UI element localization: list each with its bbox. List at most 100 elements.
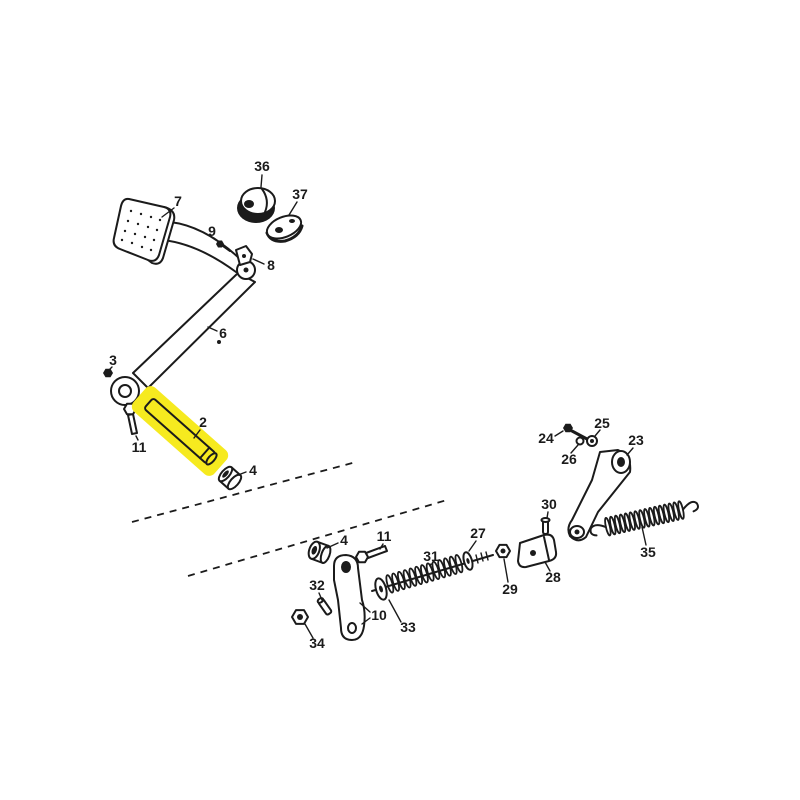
texture-dot — [130, 241, 134, 245]
rubber-pad-hole-small — [289, 219, 295, 223]
part-25-washer — [586, 435, 598, 447]
leader-4-lower — [326, 542, 339, 549]
bush-back-face — [319, 544, 332, 564]
callout-36: 36 — [254, 158, 270, 174]
part-6-lever — [110, 260, 256, 406]
leader-10a — [359, 602, 371, 613]
callout-4-upper: 4 — [249, 462, 257, 478]
leader-29 — [503, 558, 509, 583]
callout-10: 10 — [371, 607, 387, 623]
bolt-shank — [365, 545, 388, 559]
spring-hook-left — [589, 524, 607, 537]
leader-34 — [304, 623, 314, 639]
leader-25 — [594, 429, 601, 437]
part-9-bolt — [216, 240, 231, 252]
callout-24: 24 — [538, 430, 554, 446]
shaft-groove — [199, 446, 211, 460]
spring-coil — [643, 508, 651, 528]
spring-coil — [609, 515, 617, 536]
leader-37 — [288, 201, 298, 216]
spring-coil — [402, 569, 412, 589]
leader-31 — [429, 563, 432, 567]
callout-31: 31 — [423, 548, 439, 564]
leader-32 — [318, 592, 323, 601]
pedal-pad-texture — [120, 209, 162, 252]
part-24-bolt — [563, 423, 589, 441]
spring-coil — [623, 512, 632, 532]
bolt-head — [216, 240, 224, 248]
spring-coil — [633, 510, 641, 530]
part-27-washer — [462, 551, 474, 571]
texture-dot — [120, 238, 124, 242]
lever-bottom-hole — [347, 622, 357, 634]
callout-35: 35 — [640, 544, 656, 560]
spring-coil — [638, 509, 646, 529]
bracket-hole — [242, 254, 246, 258]
callout-labels: 36 37 7 9 8 6 3 2 11 4 24 25 23 26 30 27… — [109, 158, 656, 651]
arm-pivot-hole — [617, 457, 625, 467]
spring-coil — [385, 574, 395, 594]
part-37-rubber-pad — [265, 214, 304, 243]
texture-dot — [133, 232, 137, 236]
spring-coil — [431, 560, 441, 580]
bolt-shank — [127, 413, 138, 435]
leader-27 — [468, 540, 477, 552]
thread-tick — [485, 551, 489, 561]
lever-pivot-hole — [118, 384, 132, 398]
pin-head — [540, 517, 551, 523]
spring-coil — [604, 516, 612, 537]
pedal-arm-upper-edge — [169, 221, 241, 260]
part-31-spring — [385, 554, 464, 594]
texture-dot — [129, 209, 133, 213]
spring-coil — [657, 504, 666, 525]
leader-lines — [109, 174, 647, 639]
callout-6: 6 — [219, 325, 227, 341]
spring-coil — [391, 572, 400, 592]
callout-11-upper: 11 — [132, 439, 147, 455]
texture-dot — [143, 235, 147, 239]
leader-3 — [109, 366, 113, 370]
spring-coil — [408, 567, 418, 587]
texture-dot — [126, 219, 130, 223]
leader-10b — [361, 617, 371, 625]
leader-6 — [207, 326, 218, 332]
leader-26 — [570, 444, 579, 454]
part-8-bracket — [235, 245, 253, 266]
shaft-highlight — [131, 386, 229, 476]
bolt-head — [355, 550, 369, 564]
rubber-block-ridge — [261, 188, 268, 213]
lever-top-joint-hole — [243, 267, 249, 273]
leader-9 — [213, 237, 219, 242]
spring-coil — [672, 501, 680, 521]
callout-23: 23 — [628, 432, 644, 448]
part-2-shaft — [131, 386, 229, 476]
texture-dot — [140, 245, 144, 249]
spring-coil — [618, 513, 627, 534]
bolt-shank — [570, 429, 589, 441]
thread-tick — [475, 554, 479, 564]
texture-dot — [146, 225, 150, 229]
leader-24 — [554, 430, 564, 437]
texture-dot — [139, 212, 143, 216]
spring-coil — [667, 502, 675, 522]
part-10-lever — [333, 554, 366, 641]
callout-32: 32 — [309, 577, 325, 593]
leader-30 — [546, 511, 549, 519]
clevis-hole — [530, 550, 536, 556]
spring-coil — [454, 554, 464, 574]
callout-28: 28 — [545, 569, 561, 585]
callout-25: 25 — [594, 415, 610, 431]
axis-line-lower — [187, 499, 448, 577]
callout-7: 7 — [174, 193, 182, 209]
callout-34: 34 — [309, 635, 325, 651]
leader-8 — [252, 258, 265, 265]
spring-coil — [448, 555, 458, 575]
clevis-slot — [543, 536, 550, 561]
nut-hole — [500, 548, 506, 554]
callout-37: 37 — [292, 186, 308, 202]
texture-dot — [136, 222, 140, 226]
part-30-clevis-pin — [540, 517, 551, 535]
part-28-clevis — [517, 533, 558, 569]
leader-28 — [544, 561, 551, 572]
